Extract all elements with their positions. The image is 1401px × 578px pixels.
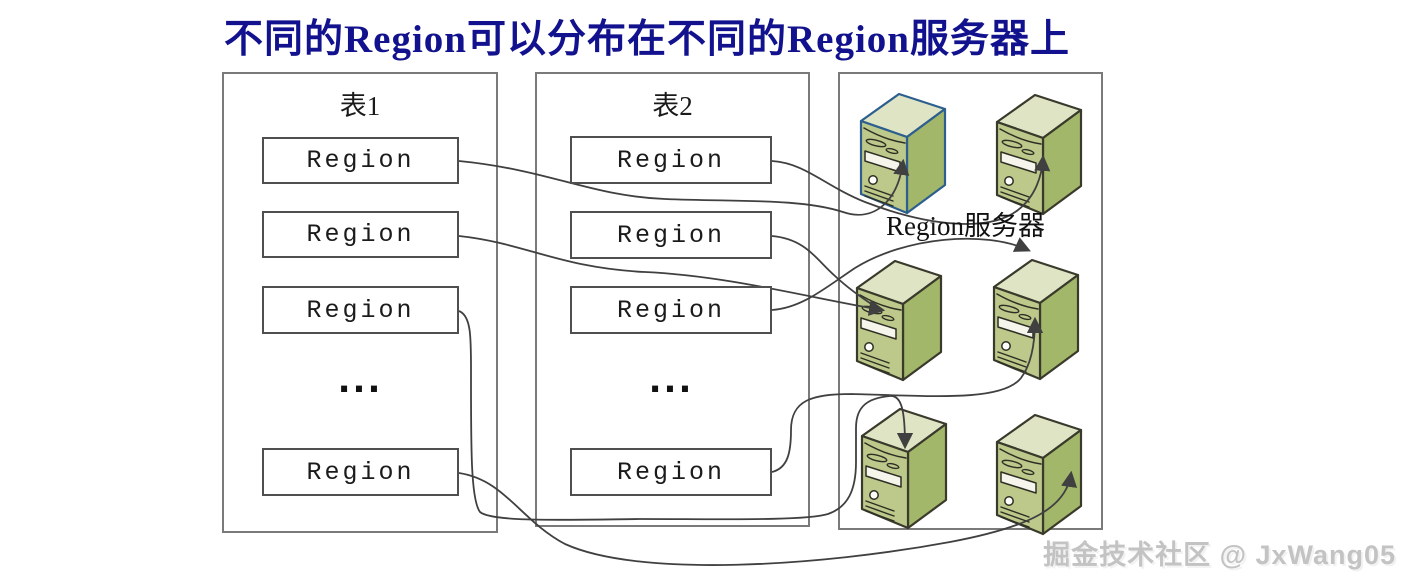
diagram-title: 不同的Region可以分布在不同的Region服务器上 (224, 18, 1071, 61)
table2-region-1: Region (570, 136, 772, 184)
table2-region-4: Region (570, 448, 772, 496)
table2-region-2: Region (570, 211, 772, 259)
watermark: 掘金技术社区 @ JxWang05 (1043, 540, 1396, 570)
table1-region-1: Region (262, 137, 459, 184)
region-server-box (838, 72, 1103, 530)
table2-region-3: Region (570, 286, 772, 334)
table1-region-4: Region (262, 448, 459, 496)
table2-label: 表2 (652, 91, 693, 121)
table1-region-2: Region (262, 211, 459, 258)
region-server-label: Region服务器 (886, 211, 1045, 241)
table2-ellipsis: ... (648, 361, 694, 401)
table1-region-3: Region (262, 286, 459, 334)
table1-ellipsis: ... (337, 361, 383, 401)
table1-label: 表1 (339, 91, 381, 121)
